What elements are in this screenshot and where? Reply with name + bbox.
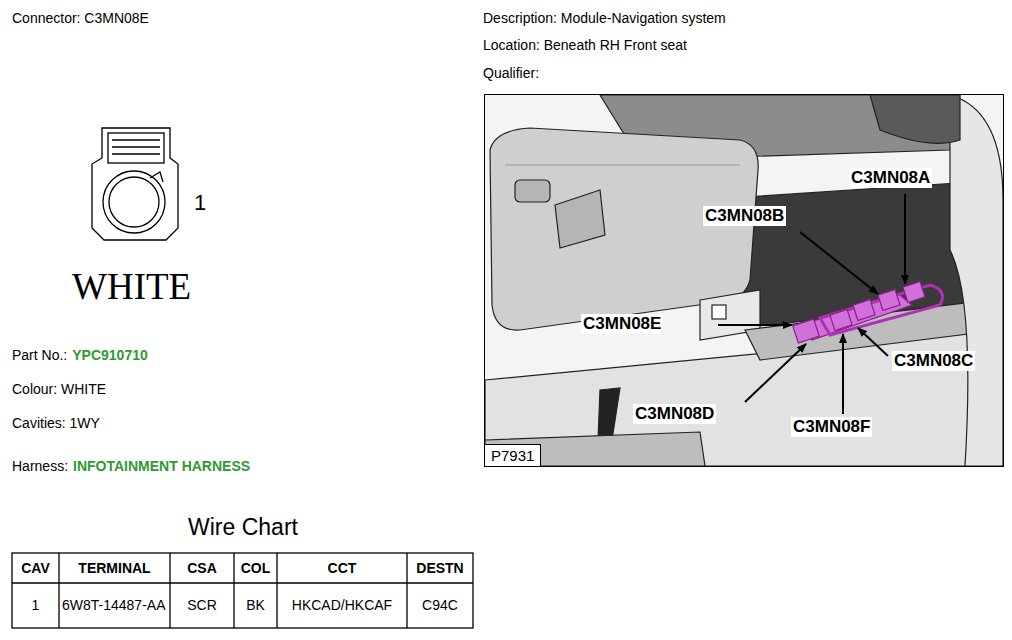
table-header: CCT: [280, 560, 404, 576]
table-title: Wire Chart: [188, 514, 298, 540]
field-label: Cavities: 1WY: [12, 415, 100, 431]
field-label: Part No.:: [12, 347, 67, 363]
connector-id: Connector: C3MN08E: [12, 10, 149, 26]
table-cell: SCR: [173, 597, 231, 613]
table-cell: HKCAD/HKCAF: [280, 597, 404, 613]
callout-label: C3MN08A: [849, 168, 932, 188]
table-header: CSA: [173, 560, 231, 576]
seat-illustration: [485, 95, 1003, 466]
table-cell: BK: [237, 597, 274, 613]
table-header: COL: [237, 560, 274, 576]
qualifier: Qualifier:: [483, 65, 539, 81]
description: Description: Module-Navigation system: [483, 10, 726, 26]
callout-label: C3MN08E: [581, 314, 663, 334]
location: Location: Beneath RH Front seat: [483, 37, 687, 53]
table-cell: 1: [15, 597, 56, 613]
connector-symbol: [92, 128, 178, 240]
callout-label: C3MN08D: [633, 404, 716, 424]
table-header: TERMINAL: [62, 560, 167, 576]
colour-name: WHITE: [72, 266, 191, 309]
harness-connectors: [793, 282, 943, 343]
callout-label: C3MN08B: [703, 206, 786, 226]
node-text: P7931: [491, 447, 534, 464]
wire-chart-grid: [12, 553, 473, 628]
figure-id-box: P7931: [484, 444, 541, 467]
pin-number: 1: [194, 190, 206, 215]
table-cell: 6W8T-14487-AA: [62, 597, 167, 613]
part-number: YPC910710: [72, 347, 148, 363]
harness-name: INFOTAINMENT HARNESS: [73, 458, 250, 474]
callout-label: C3MN08C: [892, 351, 975, 371]
leader-arrows: [718, 194, 905, 414]
callout-label: C3MN08F: [791, 417, 872, 437]
table-header: DESTN: [410, 560, 470, 576]
field-label: Colour: WHITE: [12, 381, 106, 397]
illustration-frame: C3MN08A C3MN08B C3MN08E C3MN08C C3MN08D C3MN0…: [484, 94, 1004, 467]
table-header: CAV: [15, 560, 56, 576]
field-label: Harness:: [12, 458, 68, 474]
table-cell: C94C: [410, 597, 470, 613]
